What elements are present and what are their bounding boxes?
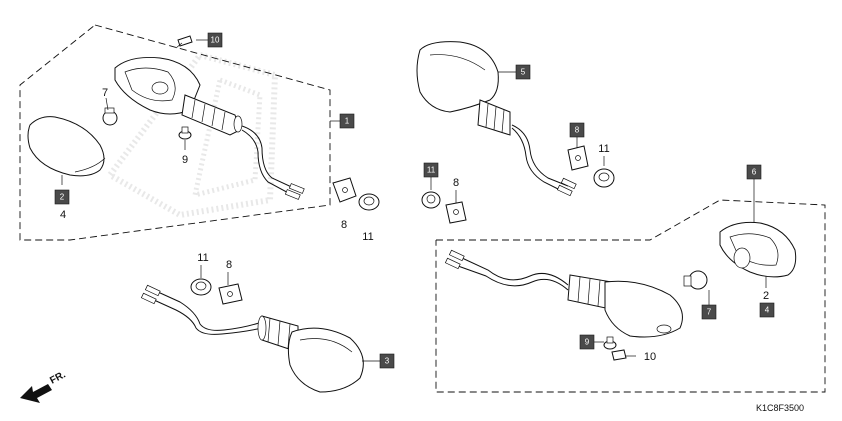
- front-direction-indicator: FR.: [20, 369, 68, 403]
- bracket-8-center: [445, 201, 467, 224]
- callout-8-boxed: 8: [569, 122, 585, 138]
- callout-7-boxed: 7: [701, 304, 717, 320]
- lens-lower-left: [287, 327, 364, 393]
- grommet-left: [178, 126, 192, 140]
- stem-upper-right-ribs: [485, 103, 505, 134]
- label-4-left: 4: [60, 209, 66, 221]
- housing-lower-right-socket: [733, 247, 751, 269]
- nut-11-mid: [358, 193, 380, 211]
- lens-upper-right-inner: [429, 54, 486, 71]
- connector-lr-b: [444, 257, 461, 270]
- svg-text:8: 8: [575, 126, 580, 135]
- lens-lower-right: [604, 280, 683, 338]
- callout-6: 6: [746, 164, 762, 180]
- bulb-lower-right: [683, 270, 708, 290]
- wire-upper-right-b: [511, 127, 565, 193]
- label-9-top: 9: [182, 154, 188, 166]
- connector-ur-b: [556, 184, 573, 197]
- lens-lower-left-inner: [299, 338, 353, 353]
- label-8-lower: 8: [226, 259, 232, 271]
- lower-left-assembly: 11 8: [140, 252, 380, 393]
- svg-text:11: 11: [427, 166, 436, 175]
- housing-left-socket: [151, 81, 169, 95]
- wire-lower-left: [157, 291, 263, 331]
- front-label: FR.: [48, 369, 68, 386]
- svg-text:4: 4: [765, 306, 770, 315]
- stem-left: [181, 94, 241, 136]
- svg-text:7: 7: [707, 308, 712, 317]
- svg-text:9: 9: [585, 338, 590, 347]
- wire-upper-right: [511, 124, 569, 187]
- diagram-code: K1C8F3500: [756, 403, 804, 413]
- svg-text:6: 6: [752, 168, 757, 177]
- svg-text:2: 2: [60, 193, 65, 202]
- lens-lower-right-reflector: [656, 324, 672, 334]
- svg-text:10: 10: [211, 36, 220, 45]
- callout-2-left: 2: [54, 189, 70, 205]
- connector-ll-a: [144, 284, 161, 297]
- label-11-mid: 11: [362, 231, 373, 243]
- wire-left: [241, 125, 299, 191]
- callout-3: 3: [379, 353, 395, 369]
- wire-left-b: [241, 129, 295, 197]
- upper-left-assembly: 7 9 4: [19, 24, 340, 241]
- label-7-top: 7: [102, 87, 108, 99]
- callout-10-top: 10: [207, 32, 223, 48]
- label-2-right: 2: [763, 290, 769, 302]
- connector-left-b: [284, 189, 301, 200]
- connector-left-a: [288, 183, 305, 194]
- label-8-mid: 8: [341, 219, 347, 231]
- bulb-left: [102, 107, 118, 126]
- connector-ur-a: [560, 177, 577, 190]
- connector-lr-a: [448, 249, 465, 262]
- callout-5: 5: [515, 64, 531, 80]
- svg-text:5: 5: [521, 68, 526, 77]
- label-10-bottom: 10: [644, 351, 656, 363]
- lens-upper-right: [416, 41, 499, 113]
- bracket-8-upper-right: [567, 145, 589, 171]
- lower-right-assembly: [435, 178, 826, 393]
- svg-text:1: 1: [345, 117, 350, 126]
- nut-11-upper-right: [593, 168, 615, 188]
- wire-lower-left-b: [153, 299, 263, 335]
- screw-lower-right: [611, 349, 636, 361]
- wire-lower-right-b: [457, 265, 569, 291]
- callout-1: 1: [339, 113, 355, 129]
- stem-lower-left-end: [257, 315, 267, 341]
- group-outline-6: [435, 199, 826, 393]
- callout-11-boxed: 11: [423, 162, 439, 178]
- nut-11-center: [421, 191, 441, 209]
- grommet-lower-right: [603, 336, 617, 350]
- lens-left-rim: [74, 157, 106, 173]
- bracket-8-lower: [218, 283, 243, 305]
- svg-text:3: 3: [385, 357, 390, 366]
- callout-9-boxed: 9: [579, 334, 595, 350]
- stem-left-ribs: [191, 99, 226, 131]
- label-11-upper: 11: [598, 143, 609, 155]
- nut-11-lower: [190, 278, 212, 296]
- label-8-center: 8: [453, 177, 459, 189]
- callout-4-boxed: 4: [759, 302, 775, 318]
- lens-left: [27, 116, 105, 177]
- bracket-8-mid: [332, 177, 357, 203]
- group-outline-1: [19, 24, 331, 241]
- wire-lower-right: [461, 257, 569, 286]
- connector-ll-b: [140, 292, 157, 305]
- front-arrow-icon: [20, 384, 52, 403]
- stem-left-end: [233, 115, 243, 133]
- upper-right-assembly: [416, 41, 577, 197]
- screw-top: [175, 35, 193, 49]
- label-11-lower: 11: [197, 252, 208, 264]
- stem-lower-right-ribs: [577, 276, 601, 307]
